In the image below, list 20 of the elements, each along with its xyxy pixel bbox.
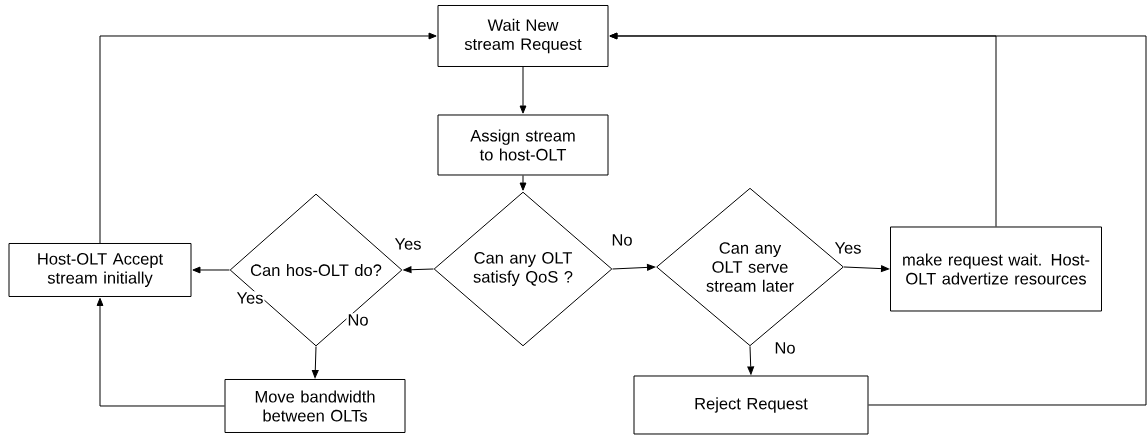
arrow xyxy=(519,175,527,191)
process-box: Host-OLT Accept stream initially xyxy=(8,243,192,297)
process-box: Move bandwidth between OLTs xyxy=(224,379,406,433)
arrow xyxy=(96,297,225,407)
edge-label: No xyxy=(610,233,634,247)
arrow xyxy=(403,266,434,274)
process-box: Wait New stream Request xyxy=(437,5,609,67)
arrow xyxy=(99,32,437,244)
arrow xyxy=(609,32,1147,406)
process-box: Assign stream to host-OLT xyxy=(437,114,609,176)
arrow xyxy=(519,66,527,114)
arrow xyxy=(747,345,755,375)
process-box: make request wait. Host-OLT advertize resources xyxy=(890,226,1102,312)
edge-label: No xyxy=(346,313,370,327)
arrow xyxy=(311,346,319,379)
arrow xyxy=(612,264,656,271)
edge-label: Yes xyxy=(235,291,265,305)
process-box: Reject Request xyxy=(633,375,869,435)
arrow xyxy=(843,265,890,272)
arrow xyxy=(192,266,230,274)
